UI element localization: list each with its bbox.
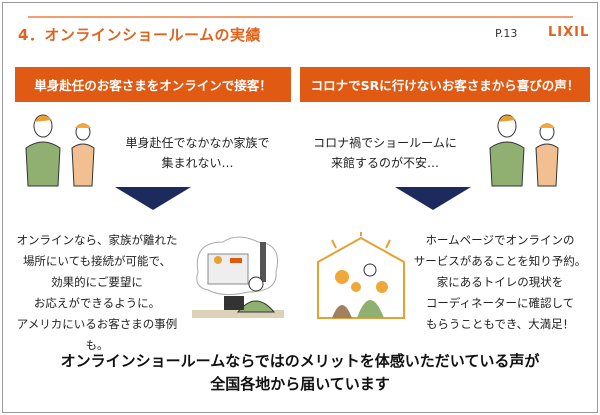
result-line: コーディネーターに確認して [425, 296, 575, 310]
concern-line: 単身赴任でなかなか家族で [125, 136, 270, 150]
couple-illustration-right [489, 114, 559, 187]
concern-line: 来館するのが不安… [330, 156, 439, 170]
conclusion-line: 全国各地から届いています [210, 375, 390, 393]
family-house-illustration [317, 232, 405, 319]
online-meeting-illustration [192, 236, 284, 318]
left-heading-banner: 単身赴任のお客さまをオンラインで接客！ [15, 67, 291, 102]
couple-illustration-left [25, 114, 95, 187]
right-down-arrow-icon [395, 187, 471, 210]
conclusion-text: オンラインショールームならではのメリットを体感いただいている声が 全国各地から届… [0, 350, 600, 396]
lixil-logo: LIXIL [548, 25, 590, 40]
left-result-text: オンラインなら、家族が離れた 場所にいても接続が可能で、 効果的にご要望に お応… [8, 230, 186, 356]
result-line: お応えができるように。 [33, 296, 161, 310]
result-line: サービスがあることを知り予約。 [413, 254, 587, 268]
page-number: P.13 [495, 27, 518, 40]
result-line: オンラインなら、家族が離れた [16, 233, 178, 247]
right-concern-text: コロナ禍でショールームに 来館するのが不安… [300, 133, 470, 173]
concern-line: 集まれない… [161, 156, 234, 170]
right-result-text: ホームページでオンラインの サービスがあることを知り予約。 家にあるトイレの現状… [410, 230, 590, 335]
left-concern-text: 単身赴任でなかなか家族で 集まれない… [110, 133, 285, 173]
left-down-arrow-icon [115, 187, 191, 210]
result-line: 家にあるトイレの現状を [436, 275, 564, 289]
result-line: 場所にいても接続が可能で、 [22, 254, 172, 268]
page-title: 4．オンラインショールームの実績 [18, 26, 261, 44]
result-line: 効果的にご要望に [51, 275, 143, 289]
conclusion-line: オンラインショールームならではのメリットを体感いただいている声が [60, 352, 540, 370]
result-line: もらうこともでき、大満足！ [425, 317, 575, 331]
concern-line: コロナ禍でショールームに [313, 136, 457, 150]
header-divider [28, 16, 573, 18]
result-line: アメリカにいるお客さまの事例も。 [16, 317, 178, 352]
right-heading-banner: コロナでSRに行けないお客さまから喜びの声！ [300, 67, 590, 102]
result-line: ホームページでオンラインの [425, 233, 575, 247]
